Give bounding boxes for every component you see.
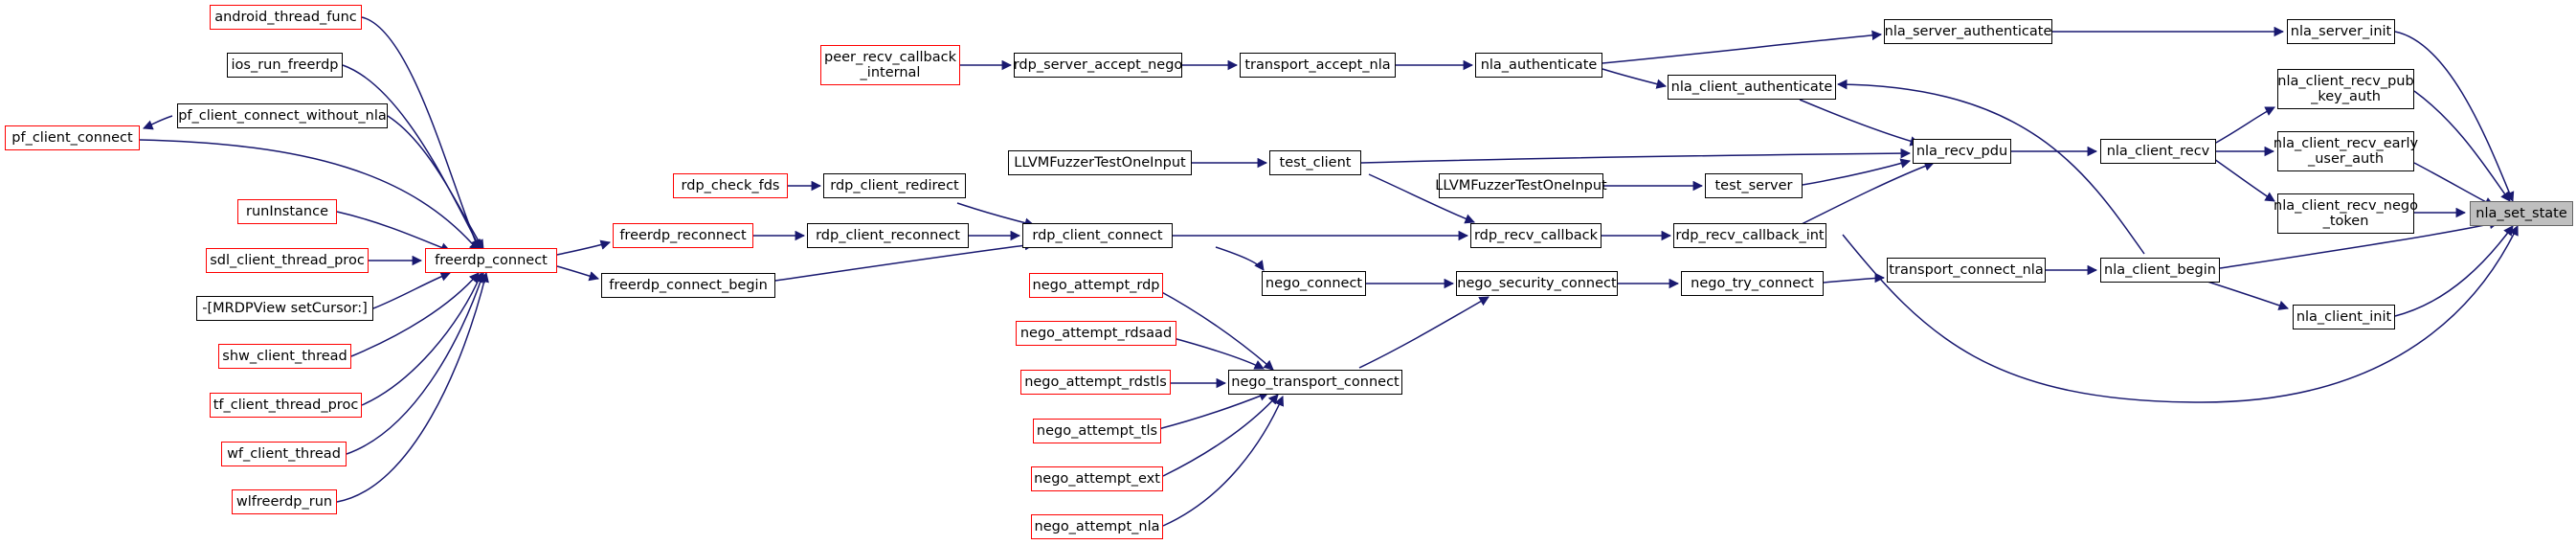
node-nego_try_connect[interactable]: nego_try_connect	[1681, 271, 1824, 296]
edge-ios-to-freerdp_connect	[342, 64, 482, 250]
node-nego_attempt_rdp[interactable]: nego_attempt_rdp	[1029, 273, 1163, 298]
node-ios_run_freerdp[interactable]: ios_run_freerdp	[227, 53, 343, 78]
node-llvm_fuzzer_2[interactable]: LLVMFuzzerTestOneInput	[1435, 173, 1607, 198]
node-nego_attempt_rdsaad[interactable]: nego_attempt_rdsaad	[1016, 321, 1176, 346]
node-nla_client_begin[interactable]: nla_client_begin	[2100, 258, 2220, 283]
edge-wl-to-freerdp_connect	[336, 271, 489, 503]
node-nla_set_state: nla_set_state	[2470, 201, 2573, 226]
node-llvm_fuzzer_1[interactable]: LLVMFuzzerTestOneInput	[1008, 150, 1192, 175]
node-nego_security_connect[interactable]: nego_security_connect	[1456, 271, 1618, 296]
node-nla_authenticate[interactable]: nla_authenticate	[1475, 53, 1602, 78]
node-nego_attempt_tls[interactable]: nego_attempt_tls	[1033, 419, 1161, 443]
node-mrdpview_setcursor[interactable]: -[MRDPView setCursor:]	[196, 296, 373, 321]
edge-nego_attempt_nla-to-nego_transport_connect	[1162, 396, 1285, 527]
edge-rdp_recv_callback_int-to-nla_set_state	[1842, 225, 2519, 403]
edge-shw-to-freerdp_connect	[350, 272, 480, 357]
node-nla_client_recv_nego_token[interactable]: nla_client_recv_nego _token	[2274, 193, 2418, 234]
node-test_server[interactable]: test_server	[1705, 173, 1803, 198]
edge-android-to-freerdp_connect	[361, 16, 481, 250]
node-freerdp_reconnect[interactable]: freerdp_reconnect	[613, 223, 753, 248]
node-freerdp_connect[interactable]: freerdp_connect	[425, 248, 557, 273]
edge-nla_authenticate-to-nla_client_authenticate	[1602, 68, 1668, 89]
node-nla_server_authenticate[interactable]: nla_server_authenticate	[1884, 19, 2052, 44]
node-nego_attempt_ext[interactable]: nego_attempt_ext	[1031, 466, 1163, 491]
edge-nego_attempt_ext-to-nego_transport_connect	[1162, 394, 1279, 477]
node-wlfreerdp_run[interactable]: wlfreerdp_run	[232, 489, 337, 514]
edge-nego_attempt_rdsaad-to-nego_transport_connect	[1169, 336, 1265, 370]
edge-mrdpview-to-freerdp_connect	[372, 271, 451, 309]
node-transport_connect_nla[interactable]: transport_connect_nla	[1887, 258, 2046, 283]
edge-tf-to-freerdp_connect	[361, 272, 483, 406]
edge-nla_client_recv_pub_key_auth-to-nla_set_state	[2413, 90, 2511, 202]
node-nla_client_authenticate[interactable]: nla_client_authenticate	[1668, 75, 1836, 100]
node-rdp_server_accept_nego[interactable]: rdp_server_accept_nego	[1014, 53, 1182, 78]
edge-wf-to-freerdp_connect	[346, 272, 485, 455]
edge-nego_transport_connect-to-nego_security_connect	[1358, 296, 1490, 369]
node-sdl_client_thread_proc[interactable]: sdl_client_thread_proc	[206, 248, 369, 273]
edge-nla_client_init-to-nla_set_state	[2394, 225, 2514, 317]
edge-nla_client_recv-to-nla_client_recv_pub_key_auth	[2213, 106, 2275, 145]
edge-test_client-to-nla_recv_pdu	[1360, 148, 1912, 164]
node-rdp_client_reconnect[interactable]: rdp_client_reconnect	[807, 223, 969, 248]
edge-nla_server_init-to-nla_set_state	[2394, 31, 2515, 202]
node-pf_client_connect_without_nla[interactable]: pf_client_connect_without_nla	[177, 103, 388, 128]
edge-freerdp_connect-to-freerdp_connect_begin	[556, 265, 600, 282]
node-nego_attempt_nla[interactable]: nego_attempt_nla	[1031, 514, 1163, 539]
node-nla_client_recv_pub_key_auth[interactable]: nla_client_recv_pub _key_auth	[2277, 69, 2414, 109]
edge-test_client-to-rdp_recv_callback	[1368, 173, 1475, 224]
node-nego_attempt_rdstls[interactable]: nego_attempt_rdstls	[1020, 370, 1171, 395]
node-pf_client_connect[interactable]: pf_client_connect	[5, 125, 140, 150]
node-rdp_recv_callback[interactable]: rdp_recv_callback	[1470, 223, 1602, 248]
edge-pf_without_nla-to-freerdp_connect	[387, 115, 484, 250]
node-wf_client_thread[interactable]: wf_client_thread	[221, 442, 347, 466]
edge-nego_try_connect-to-transport_connect_nla	[1823, 272, 1886, 284]
edge-rdp_recv_callback_int-to-nla_recv_pdu	[1799, 161, 1935, 226]
edge-nla_authenticate-to-nla_server_authenticate	[1602, 30, 1883, 64]
node-transport_accept_nla[interactable]: transport_accept_nla	[1240, 53, 1396, 78]
edge-rdp_client_connect-to-nego_connect	[1215, 246, 1265, 271]
node-nla_recv_pdu[interactable]: nla_recv_pdu	[1913, 139, 2011, 164]
node-peer_recv_callback_internal[interactable]: peer_recv_callback _internal	[820, 45, 960, 85]
node-nego_connect[interactable]: nego_connect	[1262, 271, 1366, 296]
node-android_thread_func[interactable]: android_thread_func	[210, 5, 362, 30]
node-nla_client_recv_early_user_auth[interactable]: nla_client_recv_early _user_auth	[2274, 131, 2418, 171]
node-rdp_client_redirect[interactable]: rdp_client_redirect	[823, 173, 966, 198]
edge-nla_client_begin-to-nla_set_state	[2219, 218, 2500, 269]
edge-nego_attempt_tls-to-nego_transport_connect	[1157, 391, 1269, 430]
edge-nla_client_recv-to-nla_client_recv_nego_token	[2213, 158, 2275, 202]
edge-nla_client_recv_early_user_auth-to-nla_set_state	[2413, 162, 2495, 207]
edge-nla_client_begin-to-nla_client_init	[2201, 279, 2289, 310]
node-test_client[interactable]: test_client	[1269, 150, 1361, 175]
node-shw_client_thread[interactable]: shw_client_thread	[218, 344, 351, 369]
node-nla_client_recv[interactable]: nla_client_recv	[2100, 139, 2216, 164]
edge-nla_client_authenticate-to-nla_recv_pdu	[1799, 99, 1921, 147]
edge-test_server-to-nla_recv_pdu	[1802, 158, 1912, 186]
edge-freerdp_connect_begin-to-rdp_client_connect	[774, 239, 1036, 282]
edge-pf_client_connect-to-freerdp_connect	[139, 139, 480, 252]
node-nego_transport_connect[interactable]: nego_transport_connect	[1228, 370, 1402, 395]
edge-nla_client_begin-to-nla_client_authenticate	[1836, 79, 2145, 255]
node-nla_server_init[interactable]: nla_server_init	[2287, 19, 2395, 44]
node-rdp_recv_callback_int[interactable]: rdp_recv_callback_int	[1673, 223, 1826, 248]
node-rdp_check_fds[interactable]: rdp_check_fds	[673, 173, 788, 198]
node-tf_client_thread_proc[interactable]: tf_client_thread_proc	[210, 393, 362, 418]
edge-runInstance-to-freerdp_connect	[336, 211, 451, 253]
edge-freerdp_connect-to-freerdp_reconnect	[556, 239, 612, 256]
edge-rdp_client_redirect-to-rdp_client_connect	[956, 202, 1036, 228]
node-rdp_client_connect[interactable]: rdp_client_connect	[1022, 223, 1173, 248]
node-freerdp_connect_begin[interactable]: freerdp_connect_begin	[601, 273, 775, 298]
node-runInstance[interactable]: runInstance	[237, 199, 337, 224]
edge-pf_without_nla-to-pf_client_connect	[143, 115, 173, 130]
node-nla_client_init[interactable]: nla_client_init	[2293, 305, 2395, 329]
